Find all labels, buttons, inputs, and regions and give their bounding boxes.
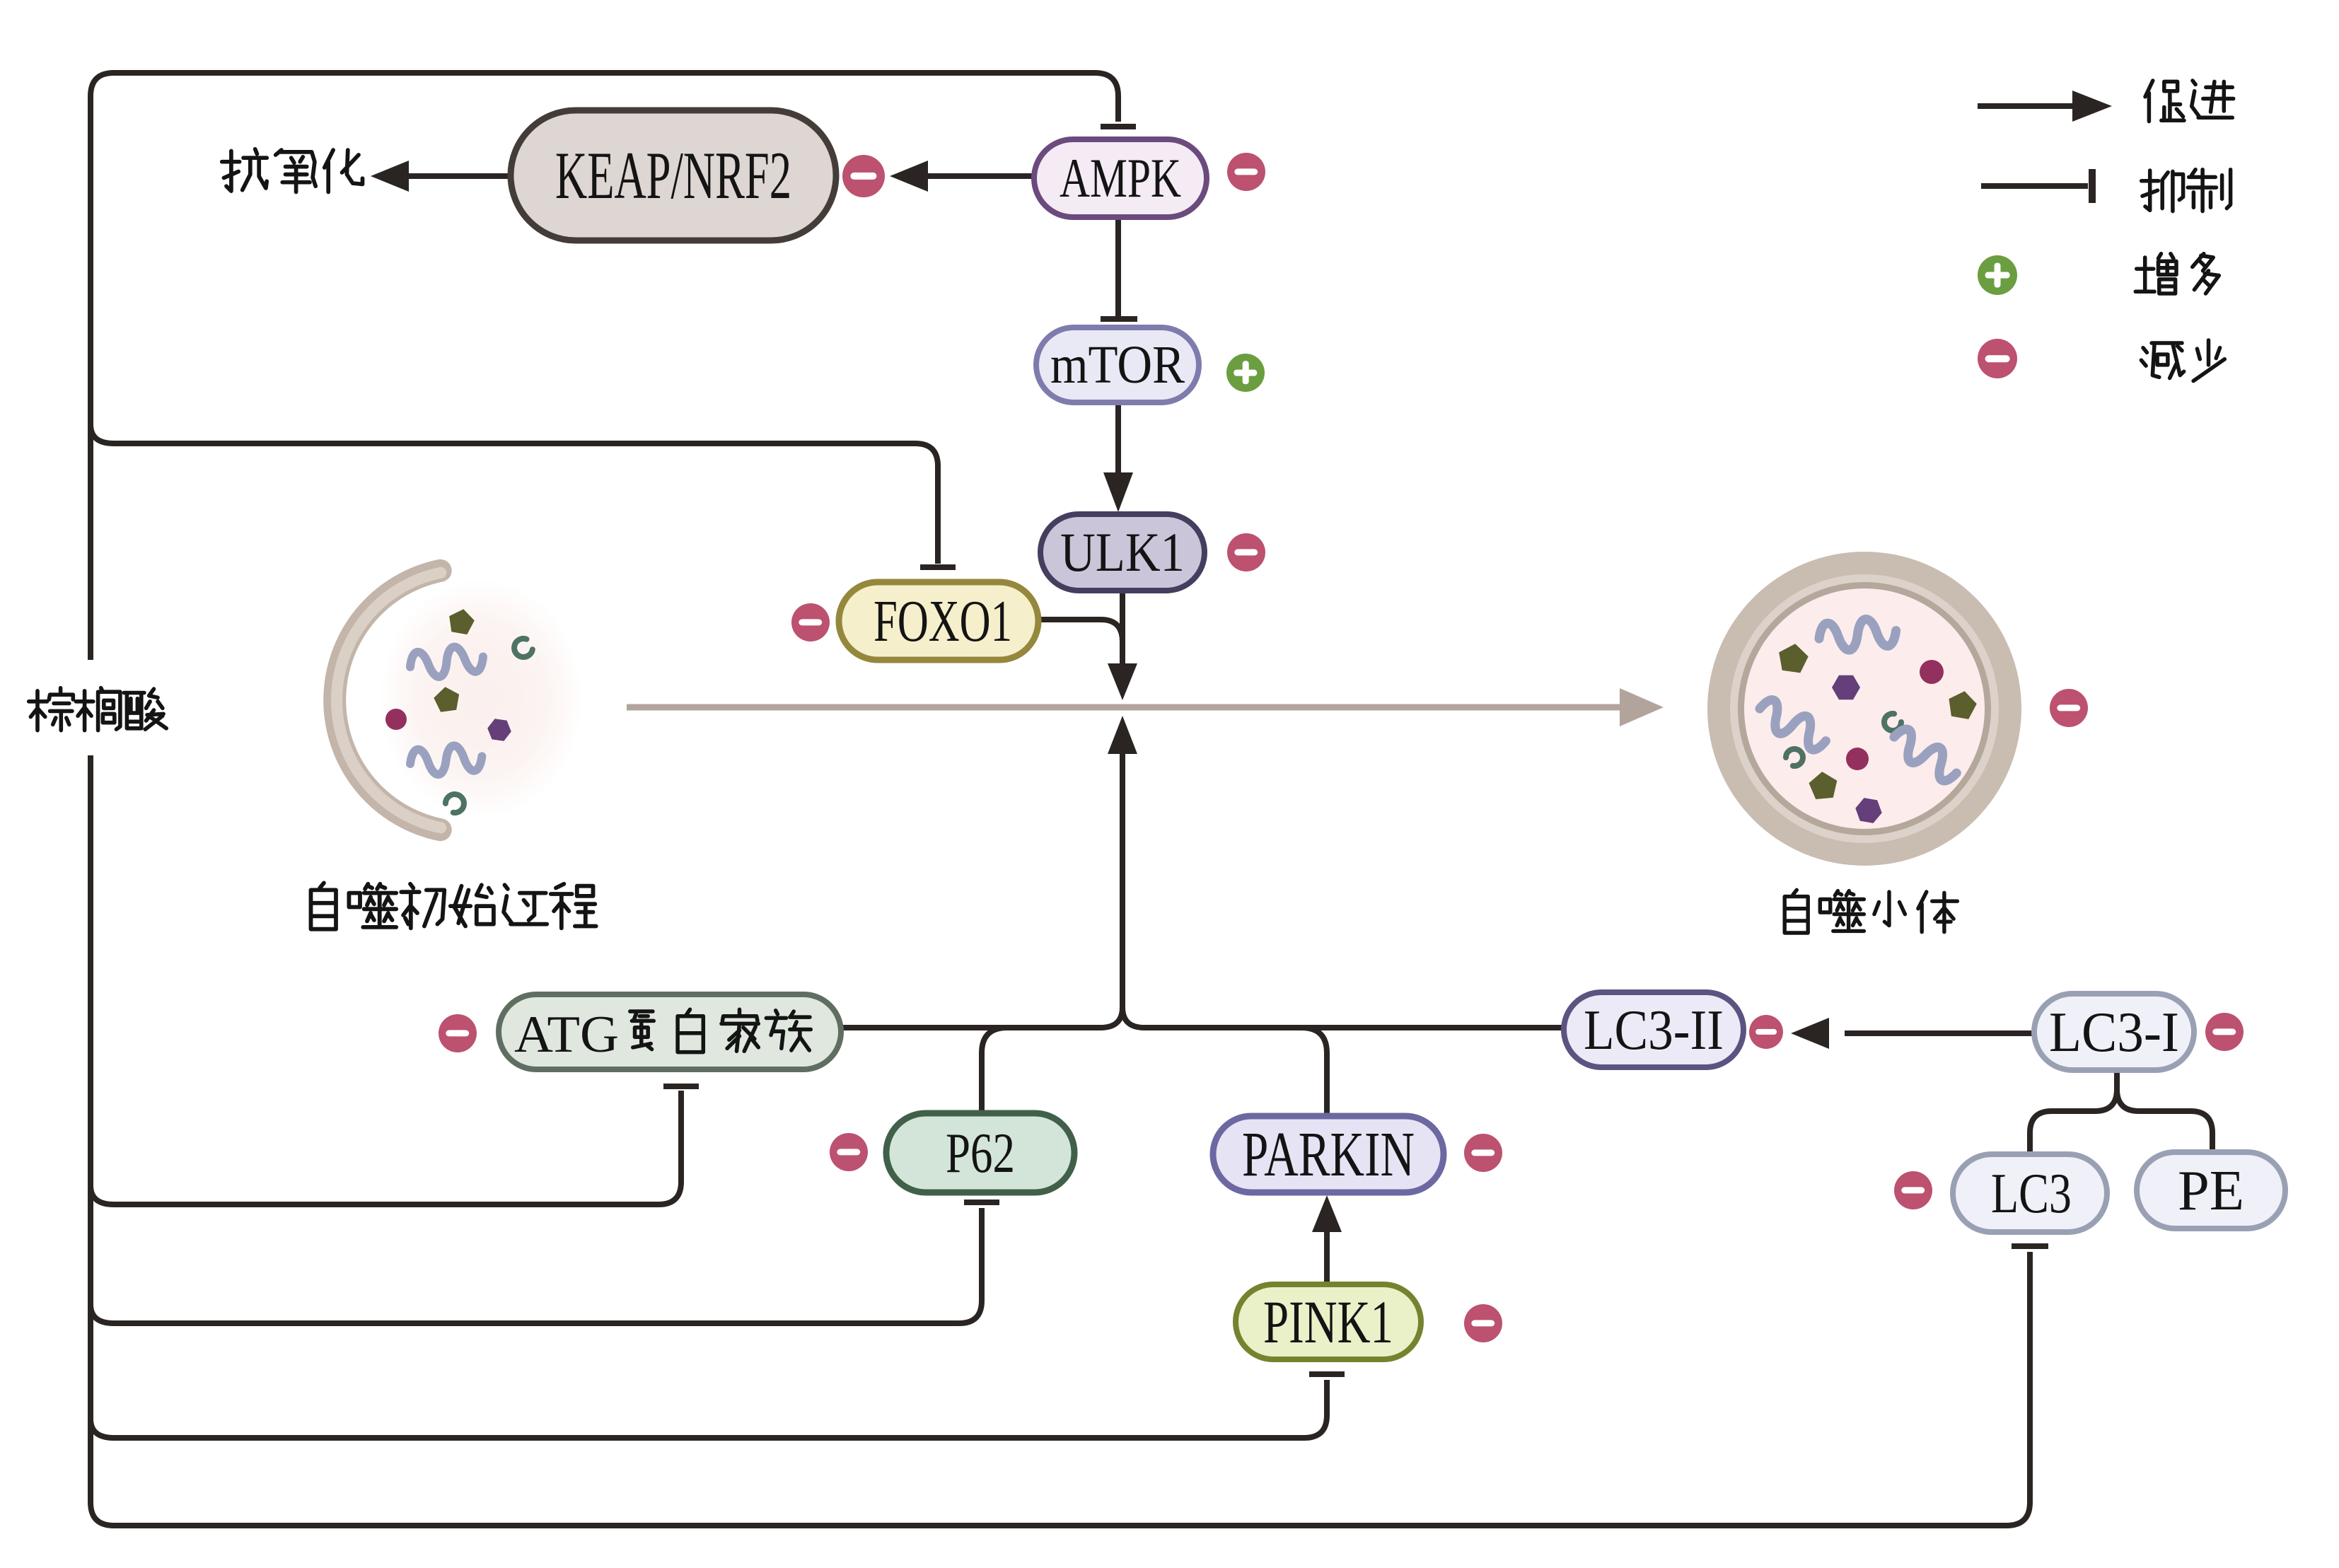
svg-text:ULK1: ULK1 (1060, 521, 1185, 583)
svg-text:FOXO1: FOXO1 (874, 588, 1012, 654)
svg-text:LC3-II: LC3-II (1584, 999, 1724, 1062)
svg-text:mTOR: mTOR (1050, 335, 1185, 395)
svg-text:P62: P62 (946, 1122, 1015, 1185)
svg-text:LC3: LC3 (1991, 1163, 2072, 1225)
svg-text:AMPK: AMPK (1060, 147, 1181, 209)
svg-text:PARKIN: PARKIN (1242, 1120, 1415, 1190)
svg-text:LC3-I: LC3-I (2049, 1001, 2179, 1064)
svg-text:PE: PE (2178, 1160, 2244, 1222)
svg-text:ATG: ATG (514, 1006, 619, 1064)
svg-text:PINK1: PINK1 (1263, 1288, 1393, 1356)
svg-text:KEAP/NRF2: KEAP/NRF2 (555, 138, 791, 213)
